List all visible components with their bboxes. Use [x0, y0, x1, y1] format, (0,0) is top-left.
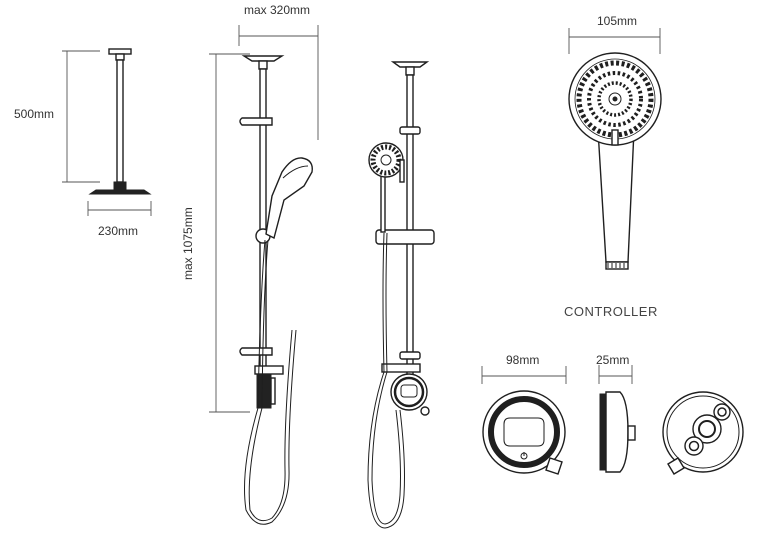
front-controller-ring: [393, 376, 425, 408]
front-handset-center: [380, 154, 392, 166]
handset-nozzles-middle: [587, 71, 643, 127]
dimension-ceiling-height: [62, 50, 100, 183]
front-rail: [406, 74, 414, 381]
controller-title: CONTROLLER: [564, 304, 658, 319]
controller-depth-label: 25mm: [596, 353, 629, 367]
handset-thread: [607, 263, 625, 268]
handset-mode-button: [611, 129, 619, 146]
front-handset-spray-ring: [370, 144, 402, 176]
handset-nozzles-inner: [597, 81, 633, 117]
ceiling-head-joint: [113, 181, 127, 191]
front-handset-clip: [399, 159, 405, 183]
handset-handle: [597, 129, 635, 263]
upper-wall-bracket: [239, 117, 273, 126]
front-hose-inner: [371, 232, 401, 525]
controller-rear: [662, 391, 744, 475]
dimension-handset-width: [568, 28, 661, 54]
riser-head-neck: [258, 60, 268, 70]
side-handset: [265, 157, 313, 240]
front-controller-screen: [400, 384, 418, 398]
lower-wall-bracket: [239, 347, 273, 356]
front-overhead-head: [390, 61, 430, 68]
side-hose-inner: [248, 239, 293, 522]
front-controller-dial: [420, 406, 430, 416]
dimension-riser-height: [209, 53, 250, 413]
controller-front: 98mm: [481, 353, 567, 475]
front-hose: [367, 232, 405, 529]
front-slider: [375, 229, 435, 245]
side-handset-face: [282, 165, 309, 179]
front-outlet-plate: [381, 363, 421, 373]
ceiling-connector: [115, 53, 125, 61]
controller-dial: [545, 457, 563, 475]
handset-detail: 105mm: [568, 14, 662, 270]
controller-side-body: [605, 391, 629, 473]
riser-width-label: max 320mm: [244, 3, 310, 17]
riser-side-assembly: max 320mm max 1075mm: [181, 3, 319, 525]
front-upper-bracket: [399, 126, 421, 135]
controller-side-dial: [627, 425, 636, 441]
front-lower-bracket: [399, 351, 421, 360]
ceiling-arm: [116, 59, 124, 183]
front-head-neck: [405, 66, 415, 76]
wall-outlet-face: [270, 377, 276, 405]
handset-center-dot: [612, 96, 618, 102]
controller-width-label: 98mm: [506, 353, 539, 367]
controller-side: 25mm: [596, 353, 636, 473]
rear-inlet-small-core: [717, 407, 727, 417]
side-hose: [244, 239, 297, 525]
dimension-controller-depth: [598, 365, 633, 384]
dimension-controller-width: [481, 366, 567, 384]
ceiling-height-label: 500mm: [14, 107, 54, 121]
handset-connector: [605, 261, 629, 270]
rear-outlet-core: [688, 440, 700, 452]
controller-rear-rim: [666, 395, 740, 469]
dimension-ceiling-width: [87, 201, 152, 216]
riser-height-label: max 1075mm: [181, 207, 195, 280]
ceiling-head-plate: [88, 189, 152, 195]
rear-inlet-large-core: [698, 420, 716, 438]
riser-front-assembly: [367, 61, 435, 529]
controller-backplate: [599, 393, 607, 471]
handset-width-label: 105mm: [597, 14, 637, 28]
front-handset-handle: [380, 175, 386, 233]
riser-rail: [259, 68, 267, 370]
riser-overhead-head: [241, 55, 285, 62]
ceiling-head-assembly: 500mm 230mm: [14, 48, 152, 238]
rear-dial: [667, 457, 685, 475]
dimension-riser-width: [238, 25, 319, 140]
ceiling-flange: [108, 48, 132, 55]
controller-bezel: [488, 396, 560, 468]
ceiling-width-label: 230mm: [98, 224, 138, 238]
controller-display: [503, 417, 545, 447]
